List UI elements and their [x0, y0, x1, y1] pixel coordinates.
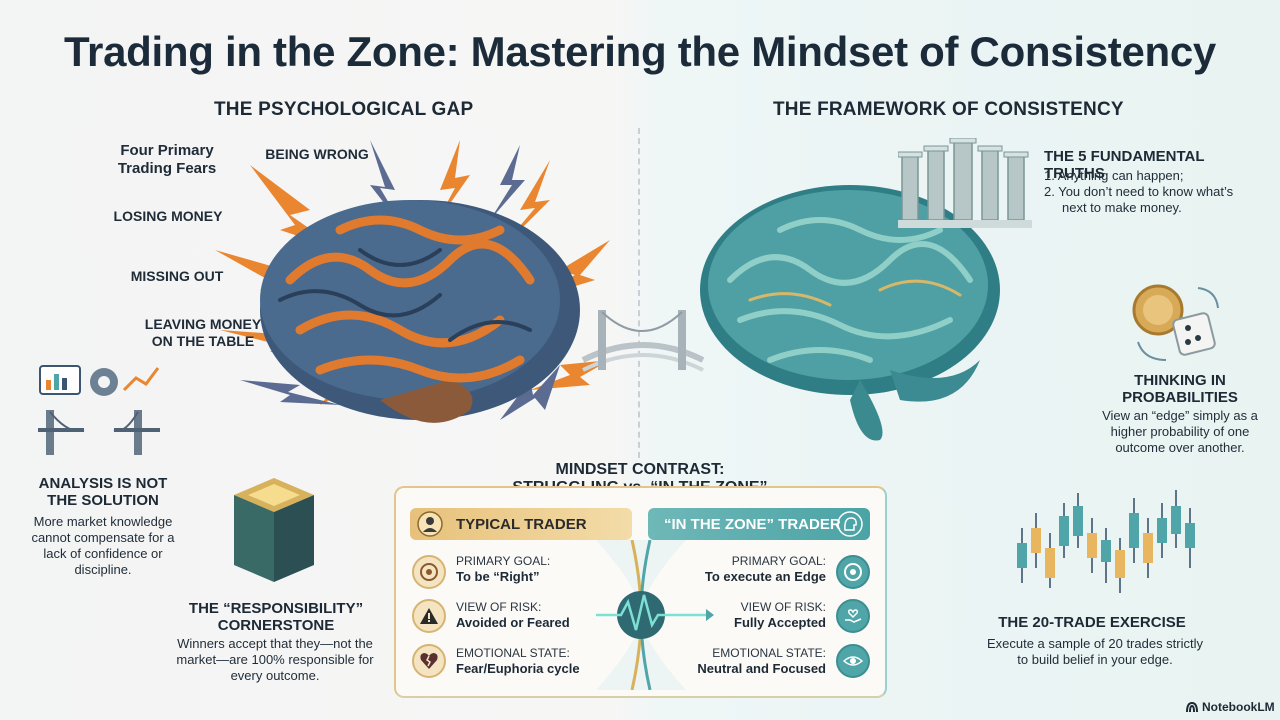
- row-value-emotion-left: Fear/Euphoria cycle: [456, 661, 580, 676]
- row-label-risk-right: VIEW OF RISK:: [740, 600, 826, 614]
- warning-icon-left: [412, 599, 446, 633]
- truth-item: 1. Anything can happen;: [1044, 168, 1184, 183]
- probabilities-heading: THINKING IN PROBABILITIES: [1122, 372, 1238, 406]
- row-value-goal-right: To execute an Edge: [704, 569, 826, 584]
- bridge-illustration: [581, 310, 705, 372]
- truths-list: 1. Anything can happen; 2. You don’t nee…: [1044, 168, 1264, 216]
- fear-losing-money: LOSING MONEY: [113, 208, 223, 224]
- analysis-body: More market knowledge cannot compensate …: [31, 514, 175, 577]
- typical-trader-label: TYPICAL TRADER: [456, 515, 587, 533]
- fear-being-wrong: BEING WRONG: [265, 146, 369, 162]
- truth-item: 2. You don’t need to know what’s: [1044, 184, 1234, 199]
- row-label-goal-right: PRIMARY GOAL:: [731, 554, 826, 568]
- row-value-risk-right: Fully Accepted: [734, 615, 826, 630]
- focused-head-icon: [837, 511, 863, 537]
- row-label-emotion-left: EMOTIONAL STATE:: [456, 646, 570, 660]
- target-icon-right: [836, 555, 870, 589]
- fear-leaving-money: LEAVING MONEY ON THE TABLE: [144, 316, 262, 349]
- exercise-body: Execute a sample of 20 trades strictly t…: [986, 636, 1204, 667]
- responsibility-body: Winners accept that they—not the market—…: [176, 636, 374, 683]
- fear-missing-out: MISSING OUT: [130, 268, 224, 284]
- row-label-emotion-right: EMOTIONAL STATE:: [712, 646, 826, 660]
- analysis-chart-icon: [38, 365, 160, 455]
- row-value-goal-left: To be “Right”: [456, 569, 540, 584]
- row-label-goal-left: PRIMARY GOAL:: [456, 554, 551, 568]
- contrast-heading-line1: MINDSET CONTRAST:: [555, 461, 725, 478]
- coin-dice-icon: [1132, 284, 1219, 361]
- truth-item: next to make money.: [1062, 200, 1182, 215]
- candlestick-icon: [1017, 490, 1195, 593]
- chaotic-brain-illustration: [215, 140, 610, 423]
- truths-heading: THE 5 FUNDAMENTAL TRUTHS: [1044, 148, 1205, 182]
- target-icon-left: [412, 555, 446, 589]
- probabilities-body: View an “edge” simply as a higher probab…: [1102, 408, 1258, 455]
- psychological-gap-heading: THE PSYCHOLOGICAL GAP: [214, 99, 474, 120]
- worried-person-icon: [417, 511, 443, 537]
- row-label-risk-left: VIEW OF RISK:: [456, 600, 542, 614]
- typical-trader-header: TYPICAL TRADER: [410, 508, 632, 540]
- broken-heart-icon-left: [412, 644, 446, 678]
- analysis-heading: ANALYSIS IS NOT THE SOLUTION: [38, 475, 168, 509]
- notebooklm-logo-icon: [1186, 701, 1198, 713]
- framework-heading: THE FRAMEWORK OF CONSISTENCY: [773, 99, 1124, 120]
- pulse-funnel-graphic: [596, 540, 714, 690]
- pillars-icon: [898, 138, 1032, 228]
- in-the-zone-label: “IN THE ZONE” TRADER: [664, 515, 841, 533]
- calm-brain-illustration: [700, 185, 1000, 441]
- cornerstone-cube-icon: [234, 478, 314, 582]
- fears-title: Four Primary Trading Fears: [117, 142, 217, 177]
- eye-icon-right: [836, 644, 870, 678]
- brand-name: NotebookLM: [1202, 700, 1275, 714]
- hand-heart-icon-right: [836, 599, 870, 633]
- brand-mark: NotebookLM: [1186, 700, 1275, 714]
- page-title: Trading in the Zone: Mastering the Minds…: [64, 28, 1216, 75]
- responsibility-heading: THE “RESPONSIBILITY” CORNERSTONE: [188, 600, 364, 634]
- row-value-emotion-right: Neutral and Focused: [697, 661, 826, 676]
- exercise-heading: THE 20-TRADE EXERCISE: [998, 614, 1186, 631]
- center-divider: [638, 128, 640, 458]
- in-the-zone-header: “IN THE ZONE” TRADER: [648, 508, 870, 540]
- row-value-risk-left: Avoided or Feared: [456, 615, 570, 630]
